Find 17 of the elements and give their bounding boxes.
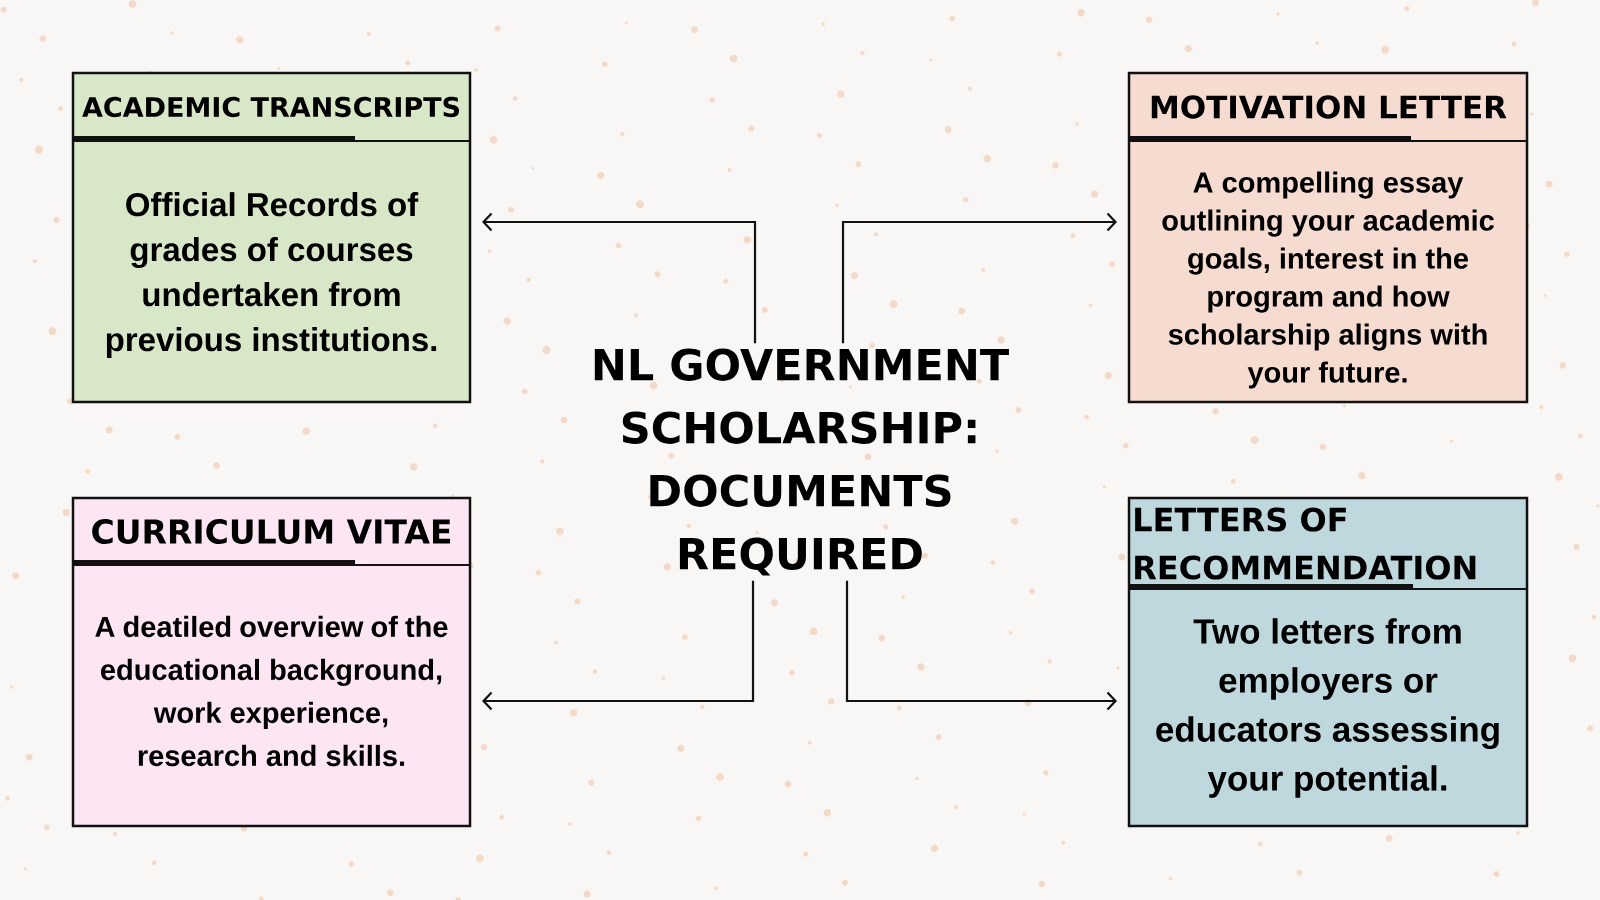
box-heading: LETTERS OF RECOMMENDATION <box>1135 507 1476 580</box>
arrow <box>841 212 1117 344</box>
box-text: A deatiled overview of the educational background, work experience, research and skills. <box>95 615 448 767</box>
box-heading: MOTIVATION LETTER <box>1151 95 1507 119</box>
arrow <box>845 580 1117 711</box>
arrow <box>482 212 757 344</box>
info-box <box>71 71 472 404</box>
box-text: Official Records of grades of courses undertaken from previous institutions. <box>106 192 437 358</box>
title-text: NL GOVERNMENT SCHOLARSHIP: DOCUMENTS REQUIRED <box>594 348 1009 576</box>
box-text: A compelling essay outlining your academic goals, interest in the program and how scholarship aligns with your future. <box>1162 171 1494 389</box>
box-text: Two letters from employers or educators assessing your potential. <box>1156 618 1499 798</box>
box-heading: CURRICULUM VITAE <box>92 519 451 544</box>
arrow <box>482 580 755 711</box>
info-box <box>1127 71 1529 404</box>
info-box <box>1127 496 1529 828</box>
info-box <box>71 496 472 828</box>
box-heading: ACADEMIC TRANSCRIPTS <box>82 96 460 118</box>
